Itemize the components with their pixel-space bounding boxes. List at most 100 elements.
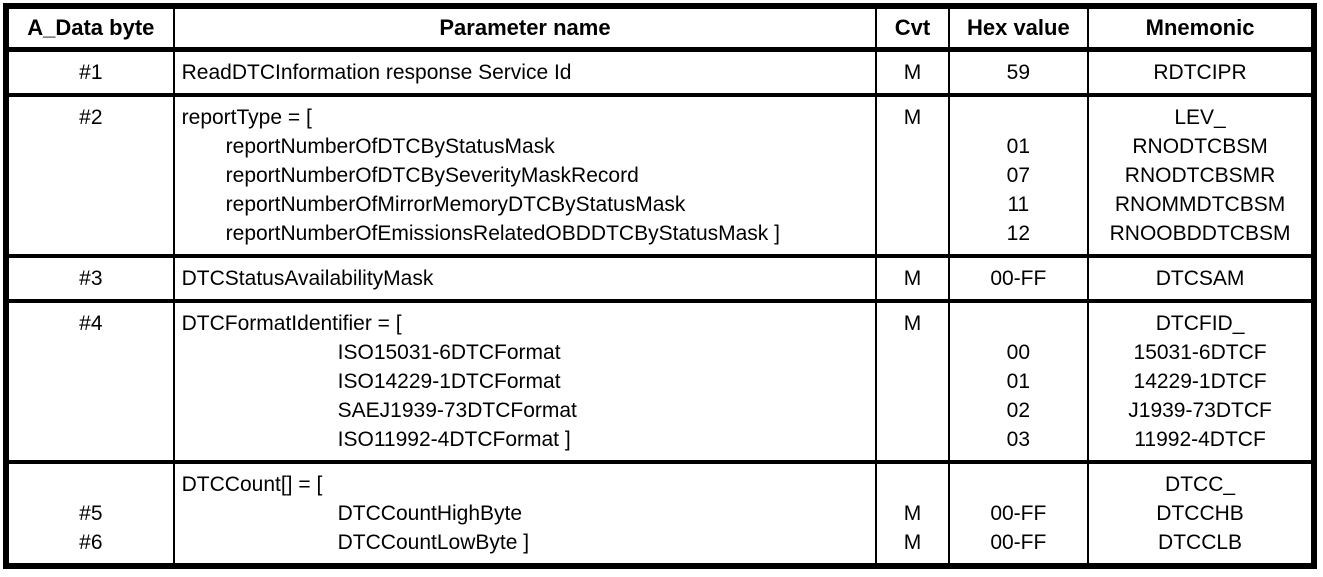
cvt-line <box>881 219 943 248</box>
hex-line: 03 <box>1006 428 1031 451</box>
byte-line <box>13 219 169 248</box>
a-data-byte-cell: #5#6 <box>5 460 175 568</box>
byte-line: #3 <box>79 267 103 290</box>
param-line: DTCStatusAvailabilityMask <box>181 267 434 290</box>
param-line: reportNumberOfDTCBySeverityMaskRecord <box>225 164 639 187</box>
hex-line: 12 <box>1006 222 1031 245</box>
param-line: ISO14229-1DTCFormat <box>337 370 561 393</box>
cvt-cell: M <box>875 47 950 97</box>
hex-line: 59 <box>1006 61 1031 84</box>
hex-line <box>954 470 1084 499</box>
hex-line: 01 <box>1006 370 1031 393</box>
param-line: ReadDTCInformation response Service Id <box>181 61 572 84</box>
service-response-parameter-table: A_Data byte Parameter name Cvt Hex value… <box>3 3 1317 569</box>
hex-line: 11 <box>1007 193 1030 216</box>
header-parameter-name: Parameter name <box>172 4 878 52</box>
parameter-name-cell: ReadDTCInformation response Service Id <box>172 47 878 97</box>
param-line: SAEJ1939-73DTCFormat <box>337 399 577 422</box>
byte-line <box>13 470 169 499</box>
param-line: reportType = [ <box>181 106 312 129</box>
cvt-cell: M <box>875 93 950 258</box>
byte-line: #6 <box>79 531 103 554</box>
hex-value-cell: 00-FF <box>947 254 1090 303</box>
param-line: reportNumberOfDTCByStatusMask <box>225 135 555 158</box>
mnemonic-line: LEV_ <box>1174 106 1226 129</box>
a-data-byte-cell: #4 <box>5 299 175 464</box>
hex-value-cell: 59 <box>947 47 1090 97</box>
byte-line <box>13 132 169 161</box>
mnemonic-cell: RDTCIPR <box>1087 47 1315 97</box>
hex-line: 01 <box>1006 135 1031 158</box>
mnemonic-line: J1939-73DTCF <box>1128 399 1272 422</box>
param-line: DTCCountHighByte <box>337 502 523 525</box>
cvt-line <box>881 425 943 454</box>
cvt-cell: M <box>875 299 950 464</box>
cvt-line <box>881 470 943 499</box>
byte-line: #1 <box>79 61 103 84</box>
hex-line: 00 <box>1006 341 1031 364</box>
parameter-name-cell: reportType = [ reportNumberOfDTCByStatusM… <box>172 93 878 258</box>
cvt-line: M <box>903 312 922 335</box>
a-data-byte-cell: #1 <box>5 47 175 97</box>
table-row: #2 reportType = [ reportNumberOfDTCByStat… <box>5 93 1315 258</box>
hex-value-cell: 01 07 11 12 <box>947 93 1090 258</box>
byte-line: #2 <box>79 106 103 129</box>
mnemonic-line: DTCSAM <box>1155 267 1245 290</box>
cvt-line <box>881 396 943 425</box>
table-body: #1 ReadDTCInformation response Service Id… <box>5 47 1315 568</box>
hex-value-cell: 00-FF 00-FF <box>947 460 1090 568</box>
mnemonic-line: RNOOBDDTCBSM <box>1109 222 1291 245</box>
byte-line <box>13 161 169 190</box>
hex-line: 00-FF <box>990 531 1047 554</box>
cvt-line: M <box>903 531 922 554</box>
mnemonic-line: RNODTCBSMR <box>1124 164 1276 187</box>
mnemonic-line: RDTCIPR <box>1153 61 1247 84</box>
table-row: #3 DTCStatusAvailabilityMask M 00-FF DTCSAM <box>5 254 1315 303</box>
hex-line <box>954 103 1084 132</box>
header-row: A_Data byte Parameter name Cvt Hex value… <box>5 4 1315 52</box>
param-line: DTCCount[] = [ <box>181 473 323 496</box>
param-line: DTCFormatIdentifier = [ <box>181 312 402 335</box>
cvt-line: M <box>903 267 922 290</box>
param-line: reportNumberOfMirrorMemoryDTCByStatusMas… <box>225 193 686 216</box>
mnemonic-line: RNODTCBSM <box>1132 135 1268 158</box>
mnemonic-line: DTCCHB <box>1156 502 1244 525</box>
header-a-data-byte: A_Data byte <box>5 4 175 52</box>
byte-line <box>13 367 169 396</box>
hex-line: 00-FF <box>990 267 1047 290</box>
param-line: ISO15031-6DTCFormat <box>337 341 561 364</box>
byte-line <box>13 396 169 425</box>
header-mnemonic: Mnemonic <box>1087 4 1315 52</box>
hex-line: 07 <box>1006 164 1031 187</box>
cvt-line <box>881 338 943 367</box>
cvt-line: M <box>903 502 922 525</box>
mnemonic-cell: DTCSAM <box>1087 254 1315 303</box>
mnemonic-line: DTCC_ <box>1165 473 1236 496</box>
cvt-line: M <box>903 106 922 129</box>
cvt-line: M <box>903 61 922 84</box>
hex-line <box>954 309 1084 338</box>
a-data-byte-cell: #3 <box>5 254 175 303</box>
byte-line <box>13 425 169 454</box>
table-row: #1 ReadDTCInformation response Service Id… <box>5 47 1315 97</box>
param-line: reportNumberOfEmissionsRelatedOBDDTCBySt… <box>225 222 780 245</box>
header-hex-value: Hex value <box>947 4 1090 52</box>
parameter-name-cell: DTCStatusAvailabilityMask <box>172 254 878 303</box>
a-data-byte-cell: #2 <box>5 93 175 258</box>
cvt-line <box>881 190 943 219</box>
table-row: #4 DTCFormatIdentifier = [ ISO15031-6DTCF… <box>5 299 1315 464</box>
mnemonic-cell: DTCC_ DTCCHB DTCCLB <box>1087 460 1315 568</box>
mnemonic-line: 14229-1DTCF <box>1133 370 1267 393</box>
mnemonic-line: DTCCLB <box>1158 531 1243 554</box>
header-cvt: Cvt <box>875 4 950 52</box>
param-line: ISO11992-4DTCFormat ] <box>337 428 571 451</box>
cvt-line <box>881 367 943 396</box>
mnemonic-line: RNOMMDTCBSM <box>1114 193 1286 216</box>
byte-line <box>13 338 169 367</box>
hex-line: 00-FF <box>990 502 1047 525</box>
cvt-cell: M <box>875 254 950 303</box>
